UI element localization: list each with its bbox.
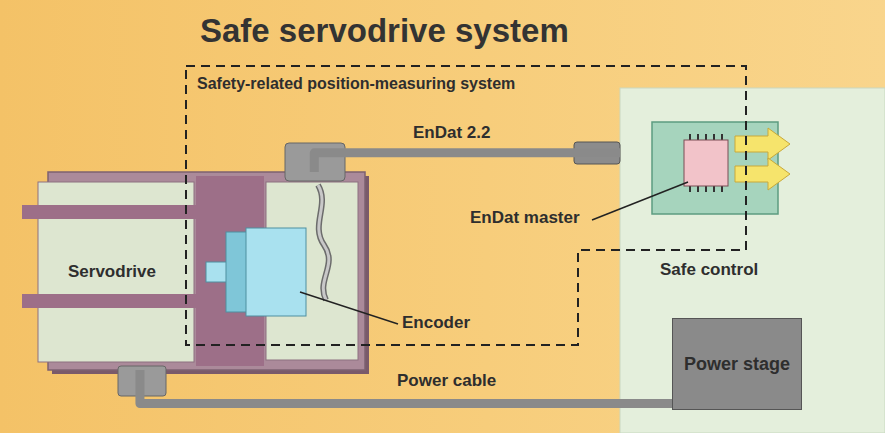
label-holder: EnDat master — [470, 208, 580, 228]
panel-ground — [620, 88, 885, 433]
shaft-bar — [22, 205, 202, 219]
title-holder: Safe servodrive system — [200, 12, 569, 50]
safety-region-outline — [186, 66, 746, 345]
power-stage-box: Power stage — [672, 318, 802, 410]
part-name: Encoder — [402, 313, 470, 333]
encoder-flange — [226, 232, 248, 312]
safe-control-panel: Safe controlPower stage — [620, 88, 885, 433]
cable-label: Power cable — [397, 371, 496, 391]
output-arrow — [735, 128, 790, 160]
node-label: Safe control — [660, 260, 885, 280]
label-holder: Encoder — [402, 313, 470, 333]
node-label: Servodrive — [68, 262, 365, 282]
encoder-shaft — [206, 262, 228, 282]
internal-cable — [318, 185, 329, 300]
encoder-cable — [314, 153, 620, 172]
edge-label-holder: EnDat 2.2 — [413, 123, 490, 143]
label-holder: Safety-related position-measuring system — [197, 75, 515, 93]
servodrive-housing: Servodrive — [48, 172, 365, 370]
node-label: Power stage — [684, 354, 790, 375]
shaft-bar — [22, 294, 202, 308]
leader-line — [300, 292, 398, 324]
part-name: EnDat master — [470, 208, 580, 228]
enDat-chip — [684, 140, 728, 186]
diagram-title: Safe servodrive system — [200, 12, 569, 50]
output-arrow — [735, 158, 790, 190]
power-cable — [140, 370, 672, 404]
leader-line — [592, 182, 688, 220]
encoder-body — [246, 228, 306, 316]
edge-label-holder: Power cable — [397, 371, 496, 391]
cable-label: EnDat 2.2 — [413, 123, 490, 143]
internal-cable — [318, 185, 329, 300]
region-label: Safety-related position-measuring system — [197, 75, 515, 93]
